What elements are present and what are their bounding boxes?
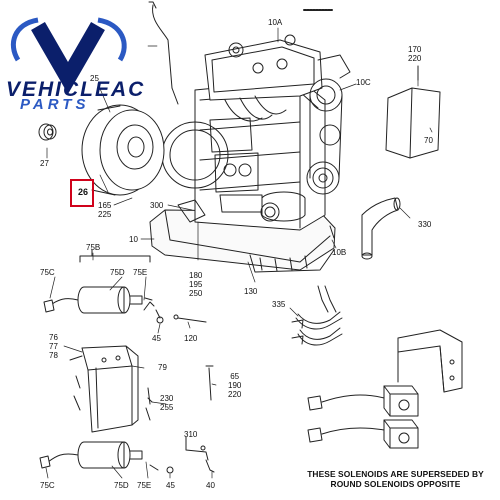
callout-10b[interactable]: 10B [332,248,347,257]
solenoid-top-illustration [43,249,164,324]
callout-230-255[interactable]: 230 255 [160,394,174,412]
callout-165-225[interactable]: 165 225 [98,201,112,219]
callout-76-77-78[interactable]: 76 77 78 [49,333,58,360]
callout-65-190-220[interactable]: 65 190 220 [228,372,242,399]
logo-line1: VEHICLEAC [6,78,146,101]
bolt-120-illustration [177,317,207,323]
callout-10[interactable]: 10 [129,235,138,244]
callout-330[interactable]: 330 [418,220,432,229]
callout-75c-top[interactable]: 75C [40,268,55,277]
callout-180-195-250[interactable]: 180 195 250 [189,271,203,298]
callout-25[interactable]: 25 [90,74,99,83]
callout-79[interactable]: 79 [158,363,167,372]
shield-illustration [385,87,441,159]
callout-75c-bot[interactable]: 75C [40,481,55,490]
highlight-box-26 [70,179,94,207]
callout-40[interactable]: 40 [206,481,215,490]
leader-lines [45,27,433,479]
callout-130[interactable]: 130 [244,287,258,296]
callout-120[interactable]: 120 [184,334,198,343]
round-solenoids-illustration [307,329,463,449]
callout-170-220[interactable]: 170 220 [408,45,422,63]
callout-27[interactable]: 27 [40,159,49,168]
callout-10c[interactable]: 10C [356,78,371,87]
callout-310[interactable]: 310 [184,430,198,439]
supersede-note: THESE SOLENOIDS ARE SUPERSEDED BY ROUND … [307,469,484,489]
callout-45-top[interactable]: 45 [152,334,161,343]
callout-10a[interactable]: 10A [268,18,283,27]
engine-illustration [148,1,351,273]
callout-300[interactable]: 300 [150,201,164,210]
callout-75e-top[interactable]: 75E [133,268,148,277]
strap-illustration [291,285,343,346]
vehicleac-logo [10,17,127,95]
callout-45-bot[interactable]: 45 [166,481,175,490]
solenoid-bottom-illustration [39,441,174,474]
callout-335[interactable]: 335 [272,300,286,309]
callout-26[interactable]: 26 [78,187,89,197]
logo-line2: PARTS [20,96,90,113]
callout-75d-bot[interactable]: 75D [114,481,129,490]
clutch-pulley-illustration [38,104,165,196]
callout-75e-bot[interactable]: 75E [137,481,152,490]
bracket-illustration [69,345,151,433]
callout-75d-top[interactable]: 75D [110,268,125,277]
callout-75b[interactable]: 75B [86,243,101,252]
hose-illustration [361,197,401,260]
callout-70[interactable]: 70 [424,136,433,145]
